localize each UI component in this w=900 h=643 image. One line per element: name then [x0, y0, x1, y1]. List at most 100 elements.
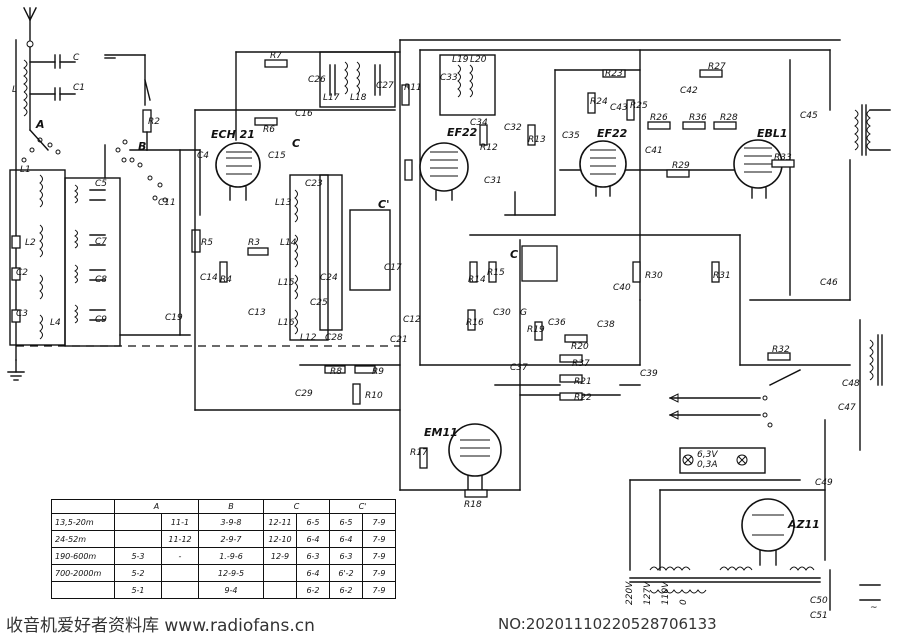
svg-text:C41: C41: [645, 146, 663, 156]
svg-text:R26: R26: [650, 113, 668, 123]
svg-text:C40: C40: [613, 283, 631, 293]
table-cell: 7-9: [362, 564, 396, 582]
tube-ef22-if: EF22: [419, 126, 478, 201]
table-row: 190-600m 5-3 - 1.-9-6 12-9 6-3 6-3 7-9: [51, 547, 396, 565]
main-wiring: [194, 39, 851, 491]
oscillator-coil-bank: [64, 144, 121, 347]
table-cell: 190-600m: [51, 547, 115, 565]
table-cell: 11-12: [161, 530, 199, 548]
table-row: 24-52m 11-12 2-9-7 12-10 6-4 6-4 7-9: [51, 530, 396, 548]
svg-text:R27: R27: [708, 62, 726, 72]
svg-text:R10: R10: [365, 391, 383, 401]
pilot-lamp-voltage: 6,3V: [697, 450, 718, 460]
band-switch-table: A B C C' 13,5-20m 11-1 3-9-8 12-11 6-5 6…: [51, 499, 396, 599]
table-cell: 6-3: [296, 547, 330, 565]
ac-symbol: ~: [870, 603, 878, 613]
svg-text:L19: L19: [452, 55, 469, 65]
table-cell: [114, 530, 162, 548]
svg-text:R22: R22: [574, 393, 592, 403]
table-cell: 5-2: [114, 564, 162, 582]
svg-text:R16: R16: [466, 318, 484, 328]
svg-text:L20: L20: [470, 55, 487, 65]
svg-text:C7: C7: [95, 237, 107, 247]
svg-text:C9: C9: [95, 315, 107, 325]
svg-text:R21: R21: [574, 377, 592, 387]
table-header-a: A: [114, 499, 199, 514]
svg-text:R36: R36: [689, 113, 707, 123]
svg-text:C33: C33: [440, 73, 458, 83]
table-cell: 6-2: [296, 581, 330, 599]
svg-text:C30: C30: [493, 308, 511, 318]
table-header-b: B: [198, 499, 264, 514]
switch-label-c: C: [292, 137, 300, 150]
svg-text:C37: C37: [510, 363, 528, 373]
tube-ebl1: EBL1: [733, 127, 788, 199]
svg-text:L16: L16: [278, 318, 295, 328]
svg-text:C14: C14: [200, 273, 218, 283]
svg-text:C35: C35: [562, 131, 580, 141]
svg-text:C29: C29: [295, 389, 313, 399]
table-cell: 7-9: [362, 530, 396, 548]
table-cell: 1.-9-6: [198, 547, 264, 565]
svg-text:R9: R9: [372, 367, 384, 377]
table-cell: 12-11: [263, 513, 297, 531]
output-transformer: [854, 104, 891, 156]
mains-tap-110: 110V: [661, 581, 671, 605]
svg-text:L1: L1: [20, 165, 31, 175]
svg-text:R33: R33: [774, 153, 792, 163]
svg-text:L: L: [12, 85, 17, 95]
svg-text:R11: R11: [404, 83, 422, 93]
svg-text:R2: R2: [148, 117, 160, 127]
svg-text:R25: R25: [630, 101, 648, 111]
table-cell: [263, 564, 297, 582]
table-header-c-prime: C': [329, 499, 396, 514]
table-cell: 7-9: [362, 581, 396, 599]
table-cell: [161, 564, 199, 582]
svg-text:R5: R5: [201, 238, 213, 248]
filter-choke: [859, 319, 883, 451]
table-cell: 12-9-5: [198, 564, 264, 582]
table-cell: [161, 581, 199, 599]
svg-text:C15: C15: [268, 151, 286, 161]
svg-text:R4: R4: [220, 275, 232, 285]
watermark-number: NO:20201110220528706133: [498, 615, 717, 633]
table-cell: [114, 513, 162, 531]
svg-text:L14: L14: [280, 238, 297, 248]
pilot-lamp-current: 0,3A: [697, 460, 717, 470]
mains-taps: 220V 127V 110V 0 ~: [625, 581, 878, 613]
svg-text:C5: C5: [95, 179, 107, 189]
table-cell: 5-1: [114, 581, 162, 599]
mains-tap-127: 127V: [643, 581, 653, 605]
svg-text:C50: C50: [810, 596, 828, 606]
table-cell: 6-4: [296, 564, 330, 582]
table-cell: 6'-2: [329, 564, 363, 582]
watermark-site: 收音机爱好者资料库 www.radiofans.cn: [6, 616, 315, 636]
svg-text:C28: C28: [325, 333, 343, 343]
svg-text:R6: R6: [263, 125, 275, 135]
table-cell: 6-4: [329, 530, 363, 548]
switch-label-c-2: C: [510, 248, 518, 261]
svg-text:C27: C27: [376, 81, 394, 91]
tube-label-az11: AZ11: [787, 518, 820, 531]
tube-az11: AZ11: [741, 498, 820, 566]
svg-text:R29: R29: [672, 161, 690, 171]
tube-label-ef22-if: EF22: [447, 126, 478, 139]
svg-text:C: C: [73, 53, 80, 63]
table-row: 13,5-20m 11-1 3-9-8 12-11 6-5 6-5 7-9: [51, 513, 396, 531]
table-cell: [51, 581, 115, 599]
table-cell: 2-9-7: [198, 530, 264, 548]
svg-text:R18: R18: [464, 500, 482, 510]
svg-text:C11: C11: [158, 198, 176, 208]
svg-text:C51: C51: [810, 611, 828, 621]
svg-text:C8: C8: [95, 275, 107, 285]
svg-text:R12: R12: [480, 143, 498, 153]
table-cell: 13,5-20m: [51, 513, 115, 531]
switch-label-a: A: [35, 118, 45, 131]
svg-text:C2: C2: [16, 268, 28, 278]
svg-text:R30: R30: [645, 271, 663, 281]
tube-label-ech21: ECH 21: [211, 128, 255, 141]
switch-label-c-prime: C': [378, 198, 389, 211]
svg-text:C47: C47: [838, 403, 856, 413]
svg-text:C49: C49: [815, 478, 833, 488]
